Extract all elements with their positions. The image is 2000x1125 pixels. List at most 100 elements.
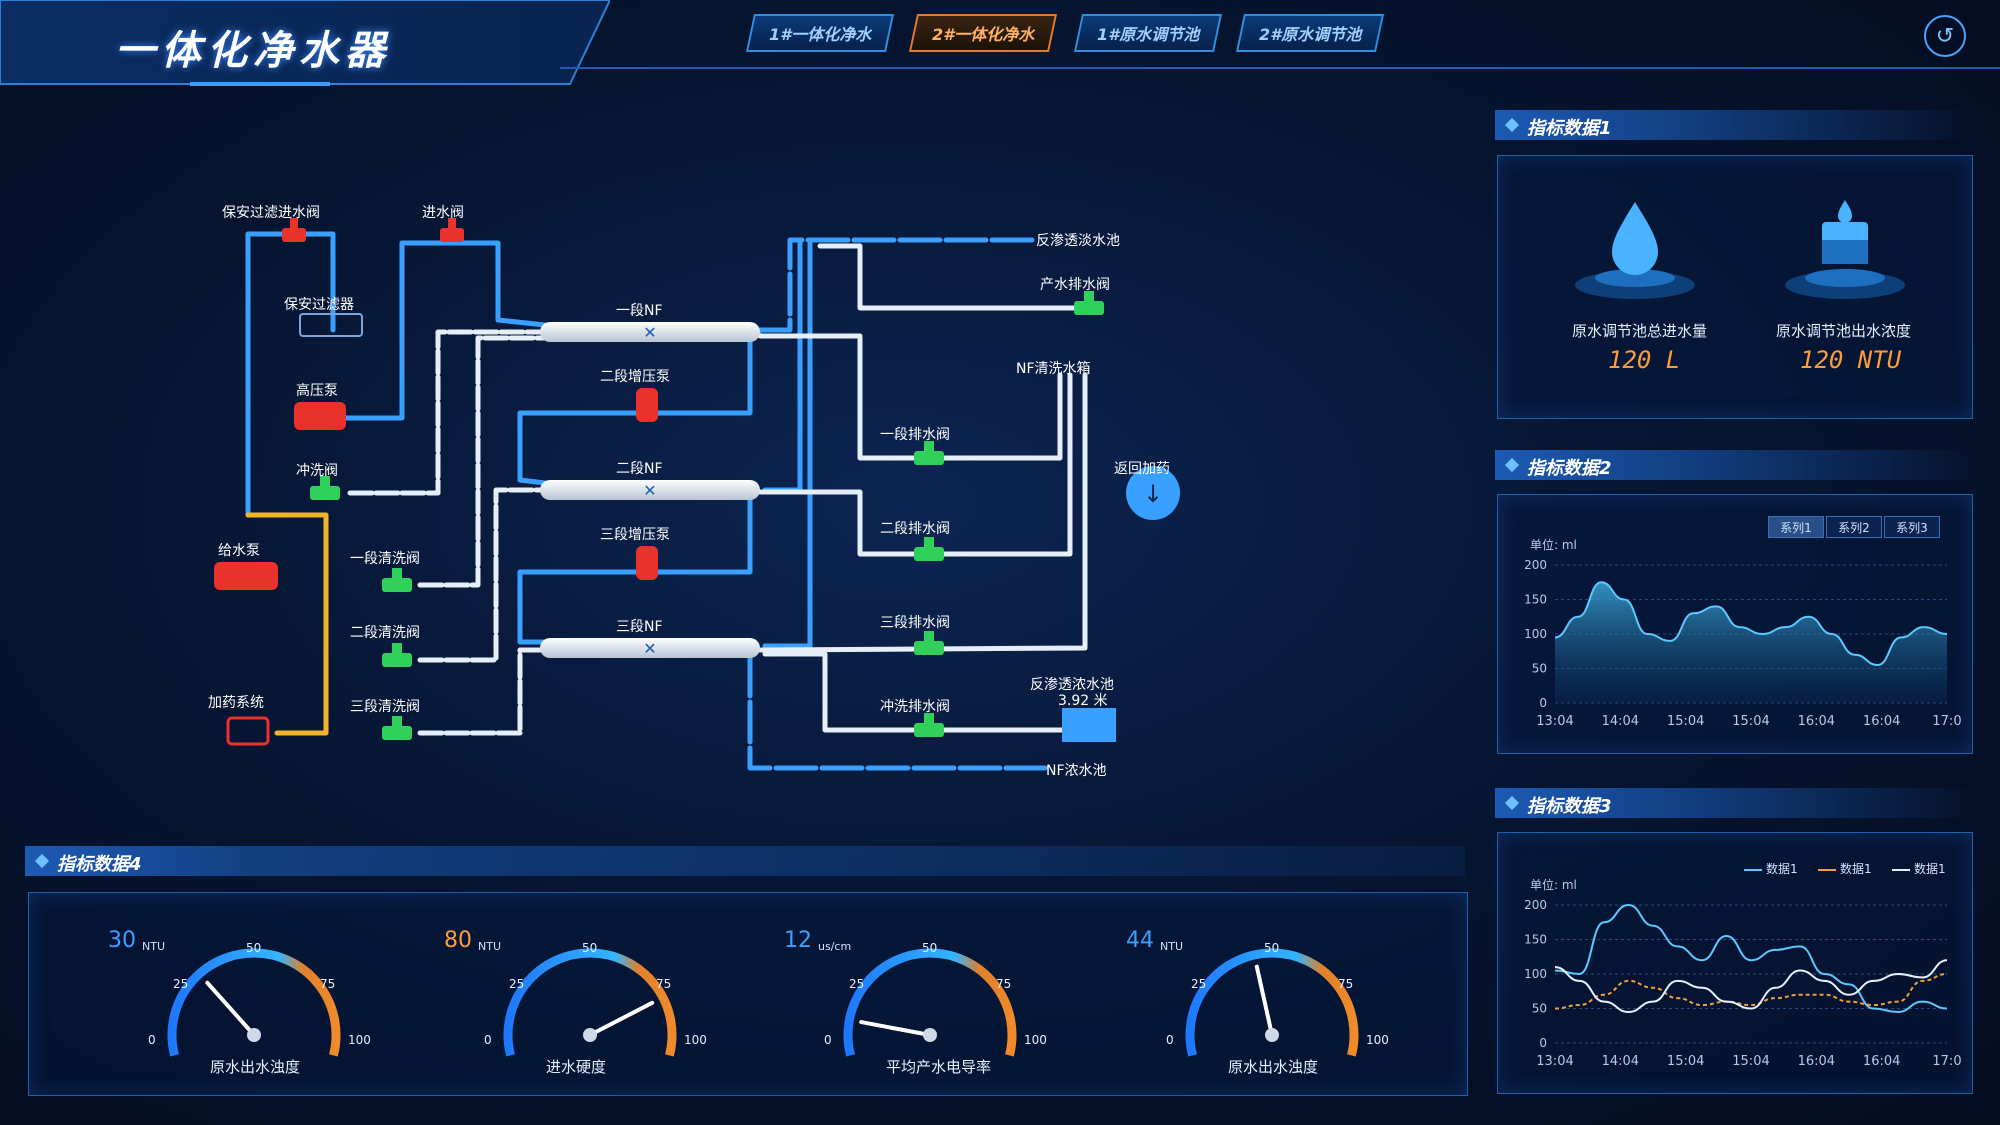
high-pressure-pump-icon — [294, 402, 346, 430]
pipe-stage2-out — [762, 239, 803, 493]
label-return-dosing: 返回加药 — [1114, 461, 1170, 477]
y-tick-label: 200 — [1524, 898, 1547, 912]
y-tick-label: 150 — [1524, 933, 1547, 947]
gauge-hub — [583, 1028, 597, 1042]
label-stage3-drain-valve: 三段排水阀 — [880, 615, 950, 631]
legend-item-1[interactable]: 数据1 — [1744, 860, 1798, 877]
security-filter-icon — [299, 313, 363, 337]
pipe-flush-white — [347, 329, 548, 496]
x-tick-label: 17:0 — [1932, 1054, 1961, 1069]
area-series-line — [1554, 581, 1948, 667]
back-button[interactable]: ↺ — [1924, 15, 1966, 57]
x-tick-label: 16:04 — [1863, 1054, 1900, 1069]
ro-concentrate-tank-icon — [1062, 708, 1116, 742]
gauge-value: 80 — [444, 928, 472, 953]
y-tick-label: 50 — [1532, 1002, 1547, 1016]
gauge-tick-label: 0 — [484, 1033, 492, 1047]
gauge-tick-label: 50 — [582, 941, 598, 955]
y-tick-label: 150 — [1524, 593, 1547, 607]
pipe-flush-drain — [762, 651, 1065, 733]
label-product-drain-valve: 产水排水阀 — [1040, 277, 1110, 293]
panel3-box — [1497, 832, 1973, 1094]
panel4-header: 指标数据4 — [25, 846, 1465, 876]
series-button-1[interactable]: 系列1 — [1768, 516, 1824, 538]
gauge-tick-label: 25 — [173, 977, 189, 991]
label-nf-clean-tank: NF清洗水箱 — [1016, 361, 1091, 377]
label-security-filter: 保安过滤器 — [284, 297, 354, 313]
label-flush-drain-valve: 冲洗排水阀 — [880, 699, 950, 715]
label-stage1-clean-valve: 一段清洗阀 — [350, 551, 420, 567]
gauge-needle — [205, 980, 256, 1037]
gauge-unit: NTU — [478, 940, 501, 953]
gauge-tick-label: 75 — [996, 977, 1012, 991]
pipe-feed-yellow — [245, 512, 329, 736]
area-series-fill — [1555, 582, 1947, 703]
gauge-needle — [859, 1020, 932, 1037]
label-stage2-nf: 二段NF — [616, 461, 663, 477]
gauge-name: 平均产水电导率 — [886, 1058, 992, 1076]
label-flush-valve: 冲洗阀 — [296, 463, 338, 479]
panel1-label-turbidity: 原水调节池出水浓度 — [1776, 322, 1912, 340]
x-tick-label: 16:04 — [1798, 1054, 1835, 1069]
pipe-fresh-tank — [757, 237, 1038, 333]
gauge-tick-label: 100 — [1366, 1033, 1389, 1047]
header-line — [560, 67, 2000, 69]
undo-icon: ↺ — [1935, 23, 1955, 49]
pipe-product-drain — [817, 243, 1083, 311]
legend-item-3[interactable]: 数据1 — [1892, 860, 1946, 877]
gauge-tick-label: 0 — [824, 1033, 832, 1047]
label-inlet-valve: 进水阀 — [422, 205, 464, 221]
y-tick-label: 200 — [1524, 558, 1547, 572]
gauge-tick-label: 75 — [1338, 977, 1354, 991]
legend-item-2[interactable]: 数据1 — [1818, 860, 1872, 877]
title-plate — [0, 0, 610, 86]
x-tick-label: 15:04 — [1667, 1054, 1704, 1069]
stage2-boost-pump-icon — [636, 388, 658, 422]
x-tick-label: 16:04 — [1798, 714, 1835, 729]
label-stage3-clean-valve: 三段清洗阀 — [350, 699, 420, 715]
pipe-inlet-left — [245, 231, 293, 518]
diamond-icon — [34, 853, 50, 869]
pipe-nf-concentrate — [747, 653, 1048, 771]
panel1-header: 指标数据1 — [1495, 110, 1975, 140]
pipe-hp-pump — [322, 240, 453, 421]
return-dosing-icon — [1126, 466, 1180, 520]
label-stage2-clean-valve: 二段清洗阀 — [350, 625, 420, 641]
panel3-header: 指标数据3 — [1495, 788, 1975, 818]
panel1-value-inflow: 120 L — [1608, 346, 1681, 374]
stage3-boost-pump-icon — [636, 546, 658, 580]
label-dosing-system: 加药系统 — [208, 695, 264, 711]
gauge-hub — [923, 1028, 937, 1042]
y-tick-label: 100 — [1524, 627, 1547, 641]
panel4-title: 指标数据4 — [57, 854, 142, 875]
gauge-tick-label: 25 — [849, 977, 865, 991]
gauge-arc — [503, 948, 677, 1057]
label-high-pressure-pump: 高压泵 — [296, 383, 338, 399]
pipe-clean2 — [417, 487, 548, 663]
pipe-stage2-drain — [757, 372, 1073, 557]
series-button-2[interactable]: 系列2 — [1826, 516, 1882, 538]
panel1-label-inflow: 原水调节池总进水量 — [1572, 322, 1708, 340]
gauge-name: 进水硬度 — [546, 1058, 607, 1076]
gauge-1 — [167, 948, 341, 1057]
label-stage1-nf: 一段NF — [616, 303, 663, 319]
gauge-name: 原水出水浊度 — [210, 1058, 301, 1076]
label-stage2-drain-valve: 二段排水阀 — [880, 521, 950, 537]
panel2-header: 指标数据2 — [1495, 450, 1975, 480]
label-feed-pump: 给水泵 — [218, 543, 260, 559]
water-drop-icon — [1575, 202, 1695, 299]
label-stage1-drain-valve: 一段排水阀 — [880, 427, 950, 443]
x-tick-label: 15:04 — [1732, 1054, 1769, 1069]
gauge-tick-label: 100 — [1024, 1033, 1047, 1047]
panel4-box — [28, 892, 1468, 1096]
label-stage3-nf: 三段NF — [616, 619, 663, 635]
pipe-clean1 — [417, 335, 548, 588]
gauge-3 — [843, 948, 1017, 1057]
series-button-3[interactable]: 系列3 — [1884, 516, 1940, 538]
x-tick-label: 15:04 — [1732, 714, 1769, 729]
gauge-value: 44 — [1126, 928, 1154, 953]
pipe-clean3 — [417, 647, 548, 736]
label-stage3-boost-pump: 三段增压泵 — [600, 527, 670, 543]
gauge-hub — [247, 1028, 261, 1042]
